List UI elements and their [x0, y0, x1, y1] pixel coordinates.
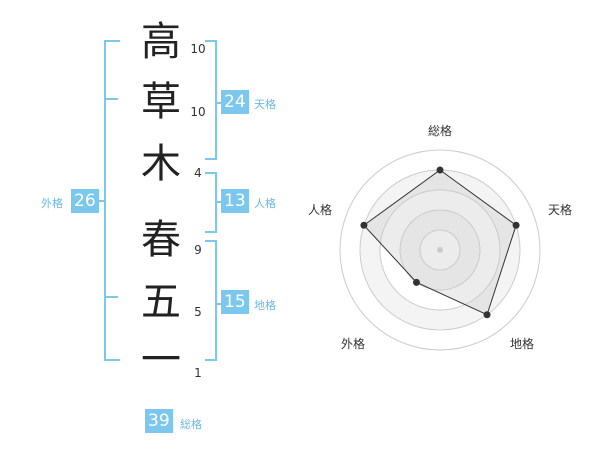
radar-axis-label-tenkaku: 天格 [548, 203, 573, 217]
radar-axis-label-soukaku: 総格 [428, 124, 453, 138]
gaikaku-bracket-connector [96, 200, 104, 202]
name-char-4: 春 [141, 217, 181, 263]
jinkaku-badge: 13 [221, 189, 249, 213]
radar-axis-label-gaikaku: 外格 [341, 337, 366, 351]
radar-axis-label-chikaku: 地格 [510, 337, 535, 351]
radar-data-polygon [363, 169, 517, 316]
radar-axis-label-jinkaku: 人格 [308, 203, 333, 217]
stroke-count-5: 5 [194, 305, 202, 319]
gaikaku-bracket-tick [104, 98, 118, 100]
jinkaku-bracket-connector [215, 201, 223, 203]
gaikaku-badge: 26 [71, 189, 99, 213]
soukaku-badge: 39 [145, 409, 173, 433]
tenkaku-badge: 24 [221, 90, 249, 114]
stroke-count-1: 10 [190, 42, 206, 56]
name-char-2: 草 [141, 79, 181, 125]
name-char-3: 木 [141, 141, 181, 187]
gaikaku-caption: 外格 [41, 197, 63, 210]
tenkaku-bracket [205, 40, 217, 160]
stroke-count-3: 4 [194, 166, 202, 180]
chikaku-bracket [205, 240, 217, 361]
name-char-6: 一 [141, 337, 181, 383]
chikaku-caption: 地格 [254, 299, 276, 312]
gaikaku-bracket [104, 40, 120, 361]
gaikaku-bracket-tick [104, 296, 118, 298]
chikaku-bracket-connector [215, 303, 223, 305]
soukaku-caption: 総格 [180, 418, 202, 431]
stroke-count-6: 1 [194, 366, 202, 380]
stroke-count-4: 9 [194, 243, 202, 257]
radar-point-3 [483, 311, 491, 319]
stroke-count-2: 10 [190, 105, 206, 119]
name-char-1: 高 [141, 19, 181, 65]
radar-point-4 [412, 278, 420, 286]
radar-point-5 [360, 221, 368, 229]
tenkaku-bracket-connector [215, 102, 223, 104]
radar-chart [339, 149, 541, 351]
tenkaku-caption: 天格 [254, 98, 276, 111]
jinkaku-caption: 人格 [254, 197, 276, 210]
name-char-5: 五 [141, 279, 181, 325]
radar-point-1 [436, 166, 444, 174]
radar-center-dot [437, 247, 443, 253]
radar-point-2 [512, 221, 520, 229]
chikaku-badge: 15 [221, 290, 249, 314]
